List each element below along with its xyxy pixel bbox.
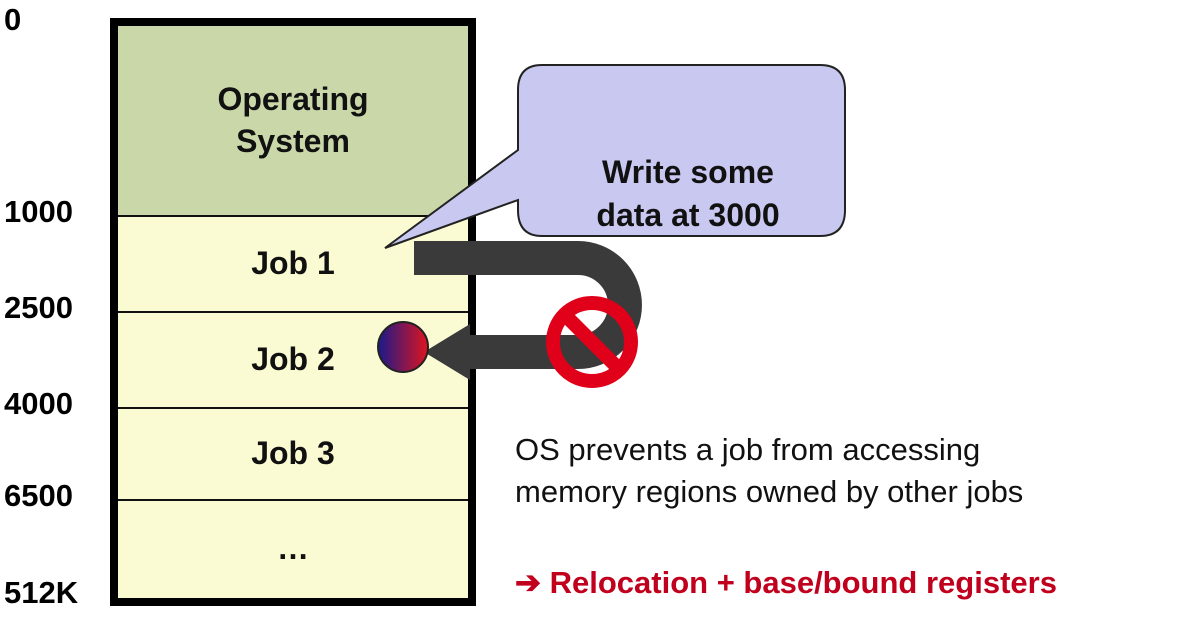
separator-2500: [118, 311, 468, 313]
access-target-dot: [377, 321, 429, 373]
region-remaining-label: …: [277, 530, 309, 567]
memory-map: Operating System Job 1 Job 2 Job 3 …: [110, 18, 476, 606]
region-job-1-label: Job 1: [251, 245, 335, 282]
region-os-label: Operating System: [217, 81, 369, 159]
protection-note: OS prevents a job from accessing memory …: [515, 432, 1024, 509]
region-job-2-label: Job 2: [251, 341, 335, 378]
region-job-3: Job 3: [118, 408, 468, 500]
access-arrow-head: [424, 324, 470, 380]
conclusion: ➔ Relocation + base/bound registers: [515, 565, 1057, 601]
conclusion-arrow-icon: ➔: [515, 565, 541, 600]
address-label-0: 0: [4, 2, 22, 37]
conclusion-text: Relocation + base/bound registers: [549, 565, 1057, 600]
region-job-3-label: Job 3: [251, 435, 335, 472]
region-operating-system: Operating System: [118, 26, 468, 216]
address-label-4000: 4000: [4, 386, 73, 421]
address-label-6500: 6500: [4, 478, 73, 513]
region-remaining: …: [118, 500, 468, 598]
forbidden-icon: [546, 296, 638, 388]
callout-bubble: [384, 64, 846, 249]
address-label-2500: 2500: [4, 290, 73, 325]
callout-label: Write some data at 3000: [596, 154, 780, 234]
separator-1000: [118, 215, 468, 217]
separator-4000: [118, 407, 468, 409]
address-label-1000: 1000: [4, 194, 73, 229]
address-label-512k: 512K: [4, 575, 79, 610]
callout-text: Write some data at 3000: [538, 108, 838, 238]
separator-6500: [118, 499, 468, 501]
